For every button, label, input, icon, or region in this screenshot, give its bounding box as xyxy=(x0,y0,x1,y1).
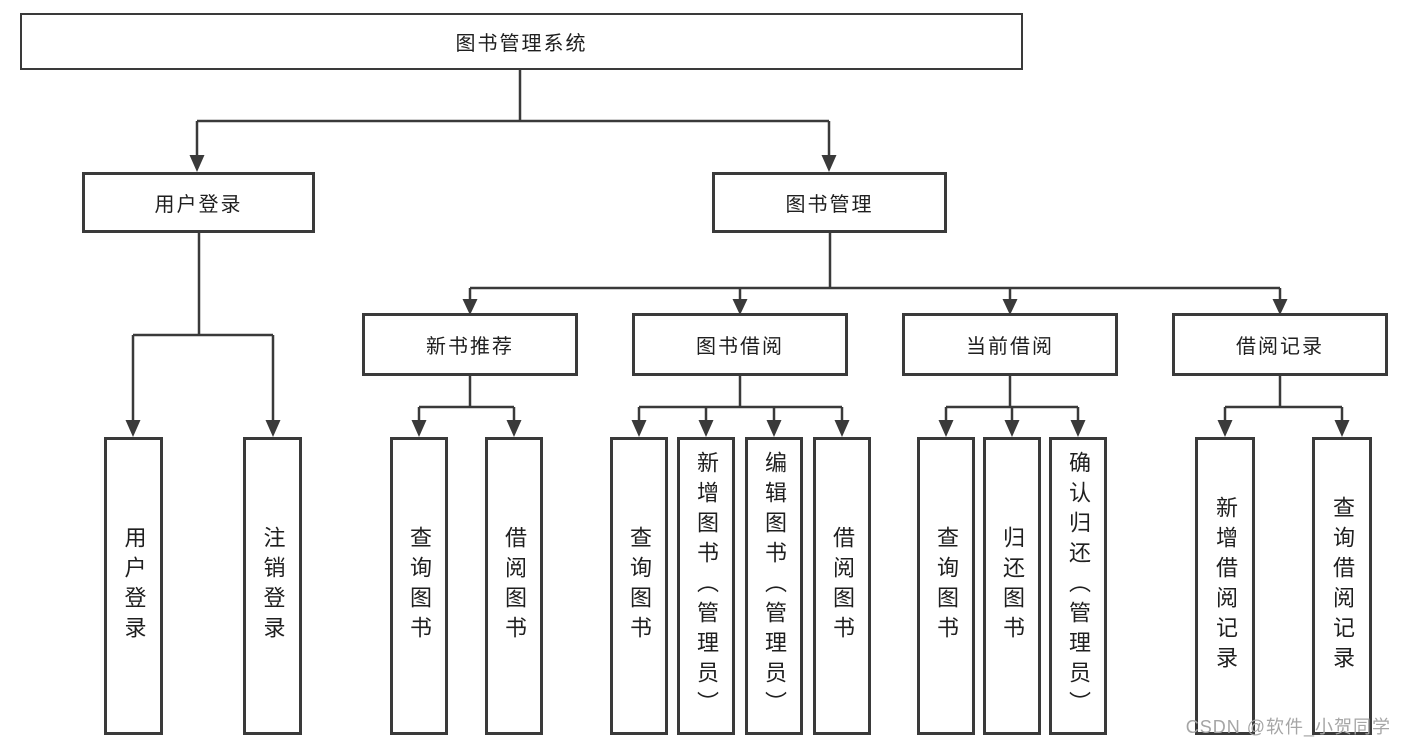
node-borrowing-records-label: 借阅记录 xyxy=(1236,336,1324,358)
node-new-book-recommend-label: 新书推荐 xyxy=(426,336,514,358)
leaf-confirm-return-admin: 确认归还（管理员） xyxy=(1049,437,1107,735)
leaf-borrow-books-2: 借阅图书 xyxy=(813,437,871,735)
node-current-borrowing-label: 当前借阅 xyxy=(966,336,1054,358)
node-book-management-label: 图书管理 xyxy=(785,194,874,216)
node-user-login: 用户登录 xyxy=(82,172,315,233)
leaf-return-books: 归还图书 xyxy=(983,437,1041,735)
node-user-login-label: 用户登录 xyxy=(154,194,243,216)
node-book-borrowing-label: 图书借阅 xyxy=(696,336,784,358)
leaf-query-books-3-label: 查询图书 xyxy=(934,526,959,646)
node-new-book-recommend: 新书推荐 xyxy=(362,313,578,376)
leaf-query-books-3: 查询图书 xyxy=(917,437,975,735)
node-current-borrowing: 当前借阅 xyxy=(902,313,1118,376)
leaf-borrow-books-1: 借阅图书 xyxy=(485,437,543,735)
leaf-query-borrow-record-label: 查询借阅记录 xyxy=(1330,496,1355,676)
leaf-query-books-2: 查询图书 xyxy=(610,437,668,735)
leaf-logout: 注销登录 xyxy=(243,437,302,735)
leaf-user-login: 用户登录 xyxy=(104,437,163,735)
node-book-borrowing: 图书借阅 xyxy=(632,313,848,376)
leaf-edit-books-admin-label: 编辑图书（管理员） xyxy=(762,451,787,721)
node-root-label: 图书管理系统 xyxy=(455,33,588,55)
leaf-borrow-books-1-label: 借阅图书 xyxy=(502,526,527,646)
leaf-edit-books-admin: 编辑图书（管理员） xyxy=(745,437,803,735)
leaf-logout-label: 注销登录 xyxy=(260,526,286,646)
leaf-query-borrow-record: 查询借阅记录 xyxy=(1312,437,1372,735)
node-root: 图书管理系统 xyxy=(20,13,1023,70)
leaf-add-books-admin-label: 新增图书（管理员） xyxy=(694,451,719,721)
leaf-add-books-admin: 新增图书（管理员） xyxy=(677,437,735,735)
leaf-borrow-books-2-label: 借阅图书 xyxy=(830,526,855,646)
csdn-watermark: CSDN @软件_小贺同学 xyxy=(1185,717,1391,737)
leaf-query-books-1-label: 查询图书 xyxy=(407,526,432,646)
leaf-confirm-return-admin-label: 确认归还（管理员） xyxy=(1066,451,1091,721)
leaf-add-borrow-record-label: 新增借阅记录 xyxy=(1213,496,1238,676)
leaf-query-books-1: 查询图书 xyxy=(390,437,448,735)
leaf-return-books-label: 归还图书 xyxy=(1000,526,1025,646)
node-borrowing-records: 借阅记录 xyxy=(1172,313,1388,376)
leaf-user-login-label: 用户登录 xyxy=(121,526,147,646)
node-book-management: 图书管理 xyxy=(712,172,947,233)
leaf-add-borrow-record: 新增借阅记录 xyxy=(1195,437,1255,735)
leaf-query-books-2-label: 查询图书 xyxy=(627,526,652,646)
